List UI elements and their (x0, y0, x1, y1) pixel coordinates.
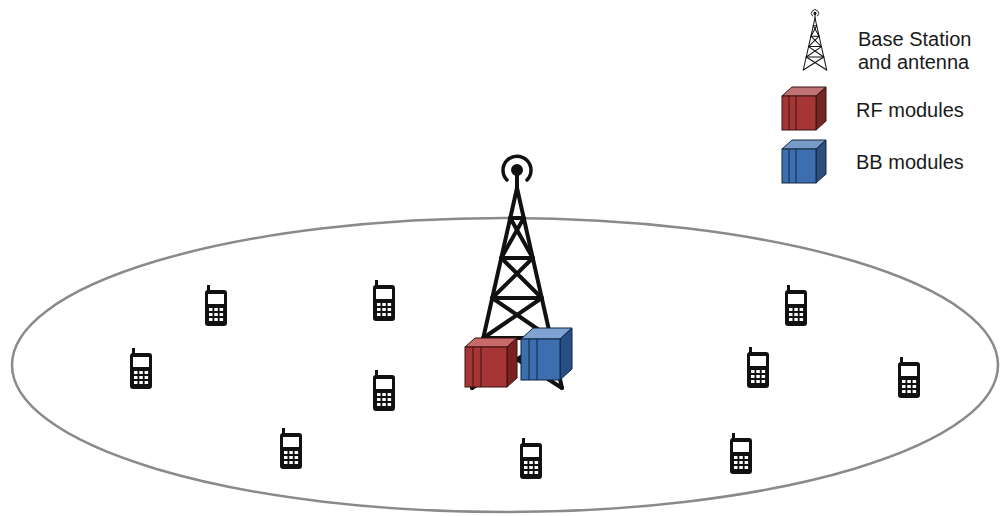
legend-swatch (782, 149, 816, 183)
rf-module (465, 338, 517, 387)
legend-swatch-box (780, 84, 830, 132)
legend-label: Base Station and antenna (858, 28, 988, 74)
legend-label: BB modules (856, 151, 996, 174)
bb-module (521, 328, 572, 380)
legend-swatch (782, 96, 816, 130)
legend-tower-icon (803, 10, 826, 70)
legend-swatch-box (780, 137, 830, 185)
legend-label: RF modules (856, 99, 996, 122)
